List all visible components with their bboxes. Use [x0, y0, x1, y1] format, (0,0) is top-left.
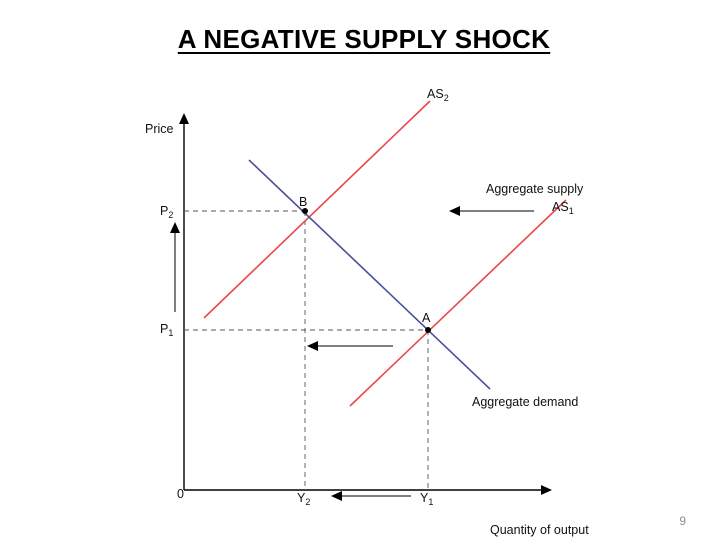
as1-label: AS1	[552, 200, 574, 216]
as2-curve	[203, 100, 431, 319]
y1-label-main: Y	[420, 491, 429, 505]
slide-title: A NEGATIVE SUPPLY SHOCK	[0, 24, 728, 55]
p2-label: P2	[160, 204, 173, 220]
y-axis-label: Price	[145, 122, 174, 136]
page-number: 9	[679, 514, 686, 528]
as2-label: AS2	[427, 87, 449, 103]
y1-label: Y1	[420, 491, 433, 507]
y2-label-sub: 2	[305, 497, 310, 507]
middle-left-arrowhead	[307, 341, 318, 351]
slide-title-text: A NEGATIVE SUPPLY SHOCK	[177, 24, 551, 54]
p1-label-main: P	[160, 322, 168, 336]
p2-label-main: P	[160, 204, 168, 218]
as1-label-sub: 1	[569, 206, 574, 216]
output-fall-arrowhead	[331, 491, 342, 501]
point-a-dot	[425, 327, 431, 333]
y2-label: Y2	[297, 491, 310, 507]
as2-label-main: AS	[427, 87, 444, 101]
origin-label: 0	[177, 487, 184, 501]
aggregate-demand-label: Aggregate demand	[472, 395, 578, 409]
point-b-label: B	[299, 195, 307, 209]
as1-curve	[349, 199, 567, 407]
y1-label-sub: 1	[428, 497, 433, 507]
p1-label-sub: 1	[168, 328, 173, 338]
p1-label: P1	[160, 322, 173, 338]
x-axis-label: Quantity of output	[490, 523, 589, 537]
point-a-label: A	[422, 311, 431, 325]
y-axis-arrowhead	[179, 113, 189, 124]
p2-label-sub: 2	[168, 210, 173, 220]
aggregate-demand-curve	[248, 159, 491, 390]
supply-shift-arrowhead	[449, 206, 460, 216]
price-rise-arrowhead	[170, 222, 180, 233]
as2-label-sub: 2	[444, 93, 449, 103]
as1-label-main: AS	[552, 200, 569, 214]
y2-label-main: Y	[297, 491, 306, 505]
point-b-dot	[302, 208, 308, 214]
aggregate-supply-label: Aggregate supply	[486, 182, 584, 196]
x-axis-arrowhead	[541, 485, 552, 495]
